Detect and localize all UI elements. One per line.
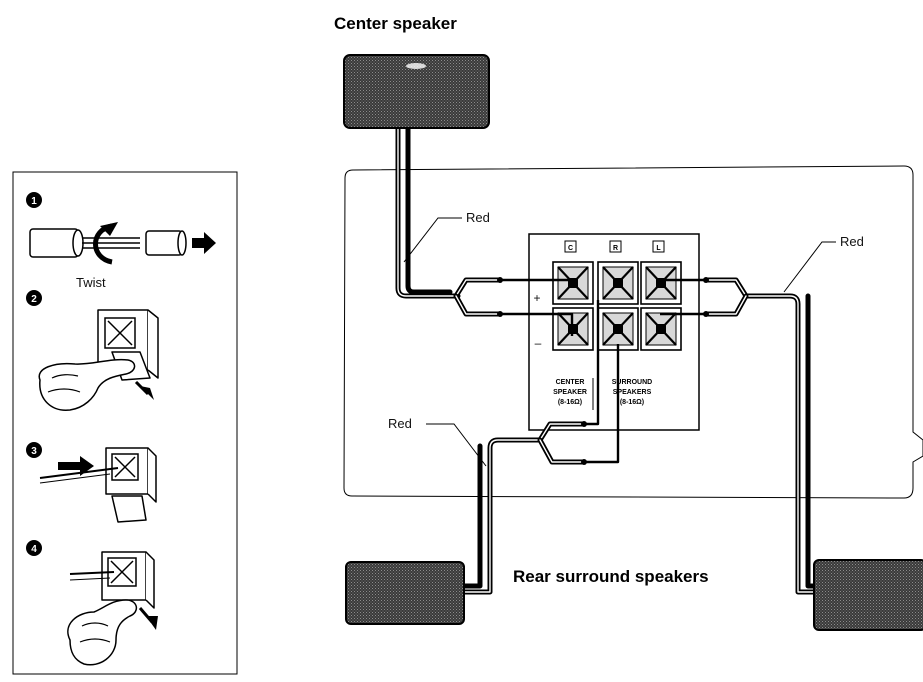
center-speaker: Center speaker (334, 14, 490, 129)
step-1-number: 1 (31, 196, 37, 207)
step-2: 2 (26, 290, 159, 411)
center-label-line-2: SPEAKER (553, 389, 587, 396)
rear-surround-speakers-label: Rear surround speakers (513, 567, 709, 586)
center-minus-wire (500, 312, 574, 336)
step-3-number: 3 (31, 446, 37, 457)
step-4: 4 (26, 540, 158, 666)
center-label-line-3: (8-16Ω) (558, 399, 582, 406)
red-label: Red (388, 416, 412, 431)
right-minus-wire (584, 344, 620, 464)
step-2-number: 2 (31, 294, 37, 305)
terminal-l-plus (640, 261, 682, 305)
surround-label-line-2: SPEAKERS (613, 389, 652, 396)
red-label: Red (840, 234, 864, 249)
center-speaker-label: Center speaker (334, 14, 457, 33)
step-3: 3 (26, 442, 157, 523)
red-label: Red (466, 210, 490, 225)
hand-icon (38, 358, 136, 411)
surround-label-line-1: SURROUND (612, 379, 652, 386)
instruction-panel: 1 Twist 2 (12, 171, 238, 675)
wire-inserted (39, 467, 119, 479)
hand-icon (67, 599, 138, 666)
step-4-number: 4 (31, 544, 37, 555)
right-plus-wire (584, 300, 600, 426)
stripped-insulation-piece (145, 230, 183, 256)
red-callout-right-surround: Red (388, 416, 487, 467)
step-2-badge (26, 290, 42, 306)
wire-insulation-left (29, 228, 79, 258)
rear-speaker-box-right (345, 561, 465, 625)
terminal-l-minus (640, 307, 682, 351)
red-callout-center: Red (403, 210, 490, 263)
speaker-cables (395, 125, 819, 595)
channel-c-label: C (568, 245, 573, 252)
rear-speaker-box-left (813, 559, 923, 631)
rear-surround-speaker-left (813, 559, 923, 631)
terminal-r-minus (597, 307, 639, 351)
center-label-line-1: CENTER (556, 379, 585, 386)
channel-l-label: L (656, 245, 661, 252)
polarity-plus-label: + (533, 291, 540, 305)
step-3-badge (26, 442, 42, 458)
channel-r-label: R (613, 245, 618, 252)
insert-arrow-icon (58, 456, 94, 476)
surround-label-line-3: (8-16Ω) (620, 399, 644, 406)
center-speaker-cable (395, 125, 461, 299)
center-speaker-box (343, 54, 490, 129)
step-1-badge (26, 192, 42, 208)
step-4-badge (26, 540, 42, 556)
polarity-minus-label: – (535, 336, 542, 350)
twist-label: Twist (76, 275, 106, 290)
channel-labels: C R L (564, 240, 665, 253)
rear-surround-speaker-right (345, 561, 465, 625)
terminal-r-plus (597, 261, 639, 305)
terminal-c-plus (552, 261, 594, 305)
red-callout-left-surround: Red (783, 234, 864, 293)
step-1: 1 Twist (26, 192, 216, 290)
pull-arrow-icon (192, 232, 216, 254)
speaker-terminal-block: C R L + – CENTER SPEAKER (8-16Ω) SURROUN… (528, 233, 700, 431)
